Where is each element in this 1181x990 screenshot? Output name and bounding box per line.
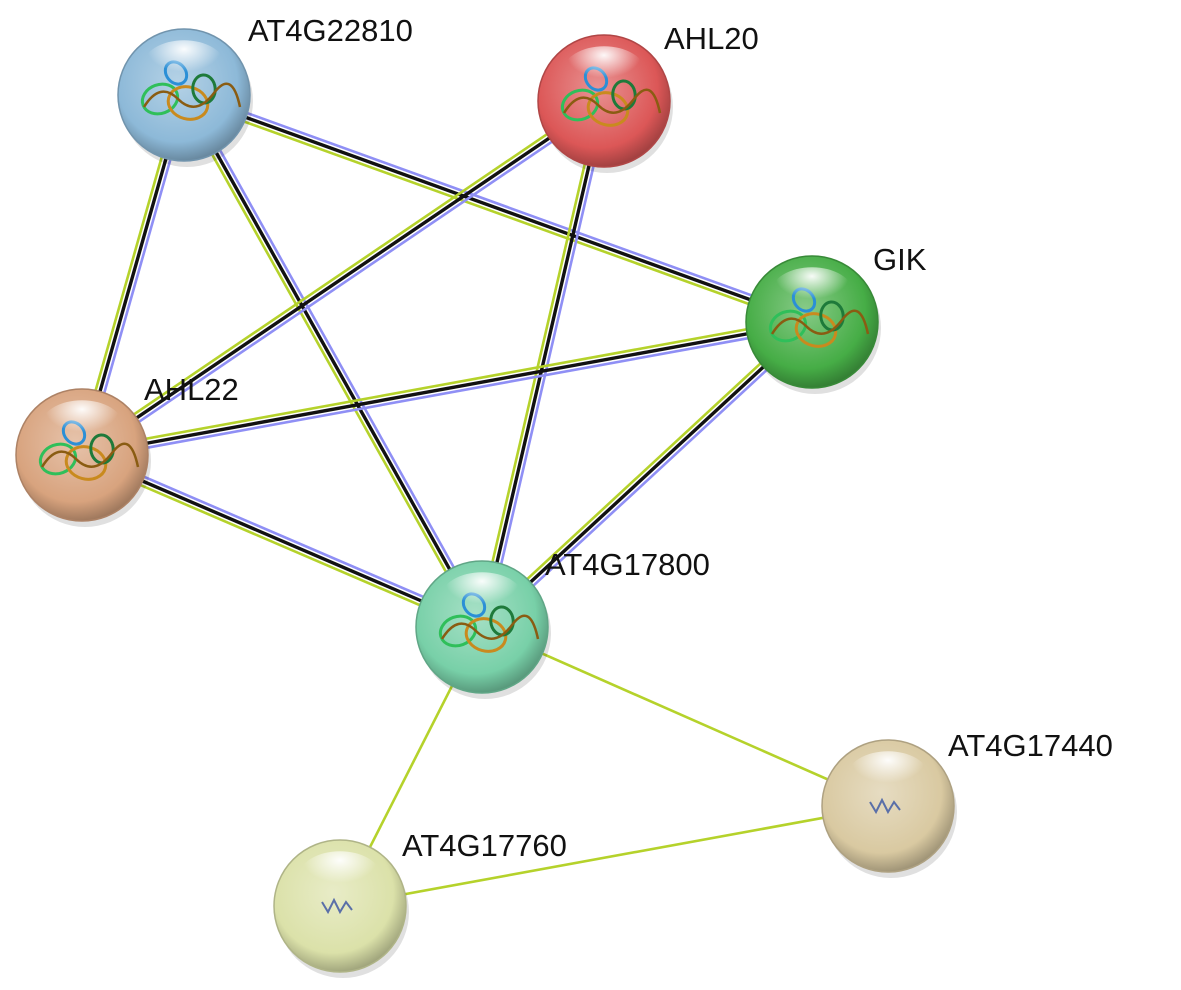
- edge-at4g17800-at4g17440[interactable]: [481, 625, 889, 808]
- edge-line-black: [81, 453, 483, 629]
- structure-strand: [438, 614, 478, 648]
- edge-line-blue: [83, 449, 485, 625]
- edge-line-blue: [185, 89, 814, 319]
- structure-strand: [768, 309, 808, 343]
- structure-strand: [562, 88, 662, 114]
- edge-line-black: [182, 94, 484, 628]
- structure-strand: [40, 442, 140, 468]
- structure-strand: [440, 614, 540, 640]
- edge-line-black: [183, 93, 813, 324]
- edge-at4g22810-gik[interactable]: [182, 89, 814, 328]
- edge-ahl22-at4g17800[interactable]: [79, 449, 485, 633]
- edge-line-yellowgreen: [182, 98, 811, 328]
- edge-line-yellowgreen: [80, 316, 812, 452]
- edge-line-yellowgreen: [478, 317, 810, 625]
- node-gloss: [299, 851, 381, 902]
- structure-strand: [142, 82, 242, 108]
- label-at4g17760: AT4G17760: [402, 828, 567, 863]
- edge-gik-ahl22[interactable]: [80, 316, 814, 461]
- node-gloss: [143, 40, 225, 91]
- label-at4g17440: AT4G17440: [948, 728, 1113, 763]
- protein-structure-icon: [869, 797, 901, 815]
- label-at4g22810: AT4G22810: [248, 13, 413, 48]
- edge-line-yellowgreen: [178, 96, 480, 630]
- label-ahl20: AHL20: [664, 21, 759, 56]
- edge-line-black: [81, 99, 605, 457]
- structure-strand: [38, 442, 78, 476]
- edge-at4g22810-at4g17800[interactable]: [178, 92, 488, 630]
- edge-line-black: [480, 100, 606, 628]
- edge-line-yellowgreen: [476, 99, 601, 627]
- node-ahl20[interactable]: [537, 34, 673, 173]
- node-gik[interactable]: [745, 255, 881, 394]
- edge-line-black: [480, 320, 814, 629]
- edge-layer: [76, 89, 889, 908]
- edge-at4g17440-at4g17760[interactable]: [339, 804, 889, 908]
- structure-strand: [140, 82, 180, 116]
- node-gloss: [847, 751, 929, 802]
- label-gik: GIK: [873, 242, 927, 277]
- label-ahl22: AHL22: [144, 372, 239, 407]
- node-gloss: [441, 572, 523, 623]
- edge-line-blue: [82, 325, 814, 461]
- edge-line-blue: [83, 103, 608, 460]
- structure-strand: [560, 88, 600, 122]
- node-ahl22[interactable]: [15, 388, 151, 527]
- structure-strand: [770, 309, 870, 335]
- node-layer: [15, 28, 957, 978]
- edge-line-yellowgreen: [481, 625, 889, 808]
- node-gloss: [771, 267, 853, 318]
- edge-line-blue: [186, 92, 488, 626]
- protein-structure-icon: [321, 897, 353, 915]
- structure-strand: [321, 897, 353, 915]
- edge-line-black: [81, 320, 813, 457]
- node-at4g17760[interactable]: [273, 839, 409, 978]
- edge-line-yellowgreen: [78, 96, 603, 453]
- edge-ahl20-ahl22[interactable]: [78, 96, 608, 460]
- label-at4g17800: AT4G17800: [545, 547, 710, 582]
- edge-line-blue: [484, 324, 816, 632]
- structure-strand: [869, 797, 901, 815]
- node-at4g22810[interactable]: [117, 28, 253, 167]
- node-at4g17440[interactable]: [821, 739, 957, 878]
- edge-line-yellowgreen: [339, 804, 889, 908]
- label-layer: AT4G22810 AHL20 GIK AHL22 AT4G17800 AT4G…: [144, 13, 1113, 863]
- node-gloss: [563, 46, 645, 97]
- edge-gik-at4g17800[interactable]: [478, 317, 816, 632]
- edge-line-yellowgreen: [79, 457, 481, 633]
- node-at4g17800[interactable]: [415, 560, 551, 699]
- node-gloss: [41, 400, 123, 451]
